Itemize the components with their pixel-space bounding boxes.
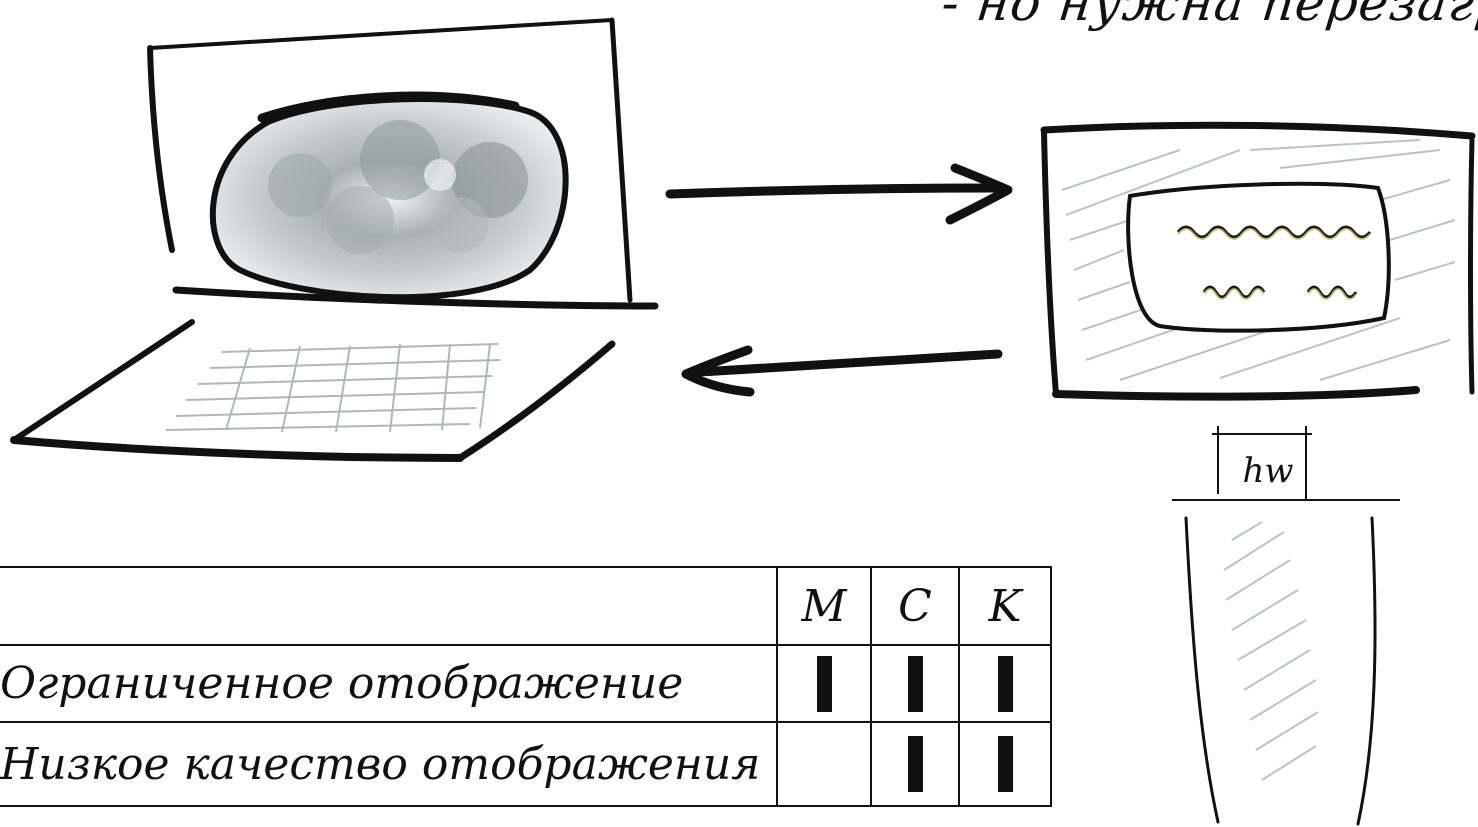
row-label: Низкое качество отображения — [0, 721, 778, 807]
mark-bar — [907, 655, 923, 712]
mark-cell — [776, 721, 872, 807]
row-label: Ограниченное отображение — [0, 644, 778, 723]
top-caption: - но нужна перезагру — [938, 0, 1478, 32]
column-header-m: M — [776, 566, 872, 646]
column-header-c: C — [870, 566, 960, 646]
table-corner-cell — [0, 566, 778, 646]
mark-bar — [997, 655, 1013, 712]
table-header-row: M C K — [0, 566, 1052, 646]
mark-cell — [958, 644, 1052, 723]
server-box-sketch-icon — [1172, 426, 1400, 826]
hw-label: hw — [1242, 451, 1294, 491]
mark-bar — [997, 736, 1013, 792]
mark-cell — [776, 644, 872, 723]
monitor-sketch-icon — [1040, 121, 1476, 401]
laptop-sketch-icon — [10, 17, 659, 462]
arrow-left-icon — [681, 345, 1003, 397]
mark-cell — [870, 644, 960, 723]
mark-cell — [958, 721, 1052, 807]
table-row: Низкое качество отображения — [0, 721, 1052, 807]
mark-bar — [816, 655, 832, 712]
mark-bar — [817, 736, 832, 792]
mark-cell — [870, 721, 960, 807]
column-header-k: K — [958, 566, 1052, 646]
table-row: Ограниченное отображение — [0, 644, 1052, 723]
mark-bar — [907, 736, 923, 792]
arrow-right-icon — [665, 163, 1013, 225]
comparison-table: M C K Ограниченное отображение Низкое ка… — [0, 566, 1052, 807]
